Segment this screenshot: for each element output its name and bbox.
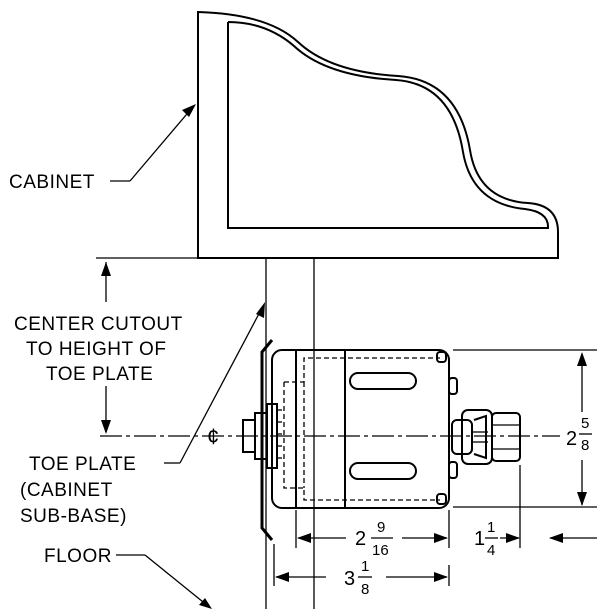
height-dimension <box>453 349 597 508</box>
valve-body <box>271 349 458 509</box>
body-depth-whole: 2 <box>355 528 366 550</box>
body-depth-den: 16 <box>372 542 389 559</box>
label-leaders <box>110 104 265 609</box>
fitting-num: 1 <box>487 519 495 536</box>
toe-plate-line2: (CABINET <box>20 480 113 501</box>
compression-fitting <box>451 409 521 465</box>
toe-plate <box>260 339 274 541</box>
cabinet-outline <box>197 10 559 259</box>
bottom-dimensions <box>273 465 597 586</box>
fitting-den: 4 <box>487 542 495 559</box>
cutout-lines <box>265 258 315 609</box>
center-cutout-line2: TO HEIGHT OF <box>26 339 166 360</box>
toe-plate-line3: SUB-BASE) <box>20 506 127 527</box>
cabinet-label: CABINET <box>9 172 95 193</box>
overall-den: 8 <box>361 581 369 598</box>
height-dimension-text: 2 5 8 <box>566 415 592 454</box>
centerline-symbol: ¢ <box>207 424 220 449</box>
toe-plate-line1: TOE PLATE <box>29 454 136 475</box>
overall-num: 1 <box>361 558 369 575</box>
center-cutout-line1: CENTER CUTOUT <box>14 314 183 335</box>
height-num: 5 <box>581 415 589 432</box>
fitting-whole: 1 <box>474 528 485 550</box>
cutout-dimension <box>96 257 265 434</box>
center-cutout-line3: TOE PLATE <box>46 364 153 385</box>
height-whole: 2 <box>566 428 577 450</box>
height-den: 8 <box>581 437 589 454</box>
overall-whole: 3 <box>344 568 355 590</box>
overall-dimension-text: 3 1 8 <box>344 558 372 598</box>
fitting-dimension-text: 1 1 4 <box>474 519 498 559</box>
body-depth-num: 9 <box>377 519 385 536</box>
floor-label: FLOOR <box>44 546 112 567</box>
body-depth-dimension-text: 2 9 16 <box>355 519 393 559</box>
mounting-flange <box>242 403 282 469</box>
